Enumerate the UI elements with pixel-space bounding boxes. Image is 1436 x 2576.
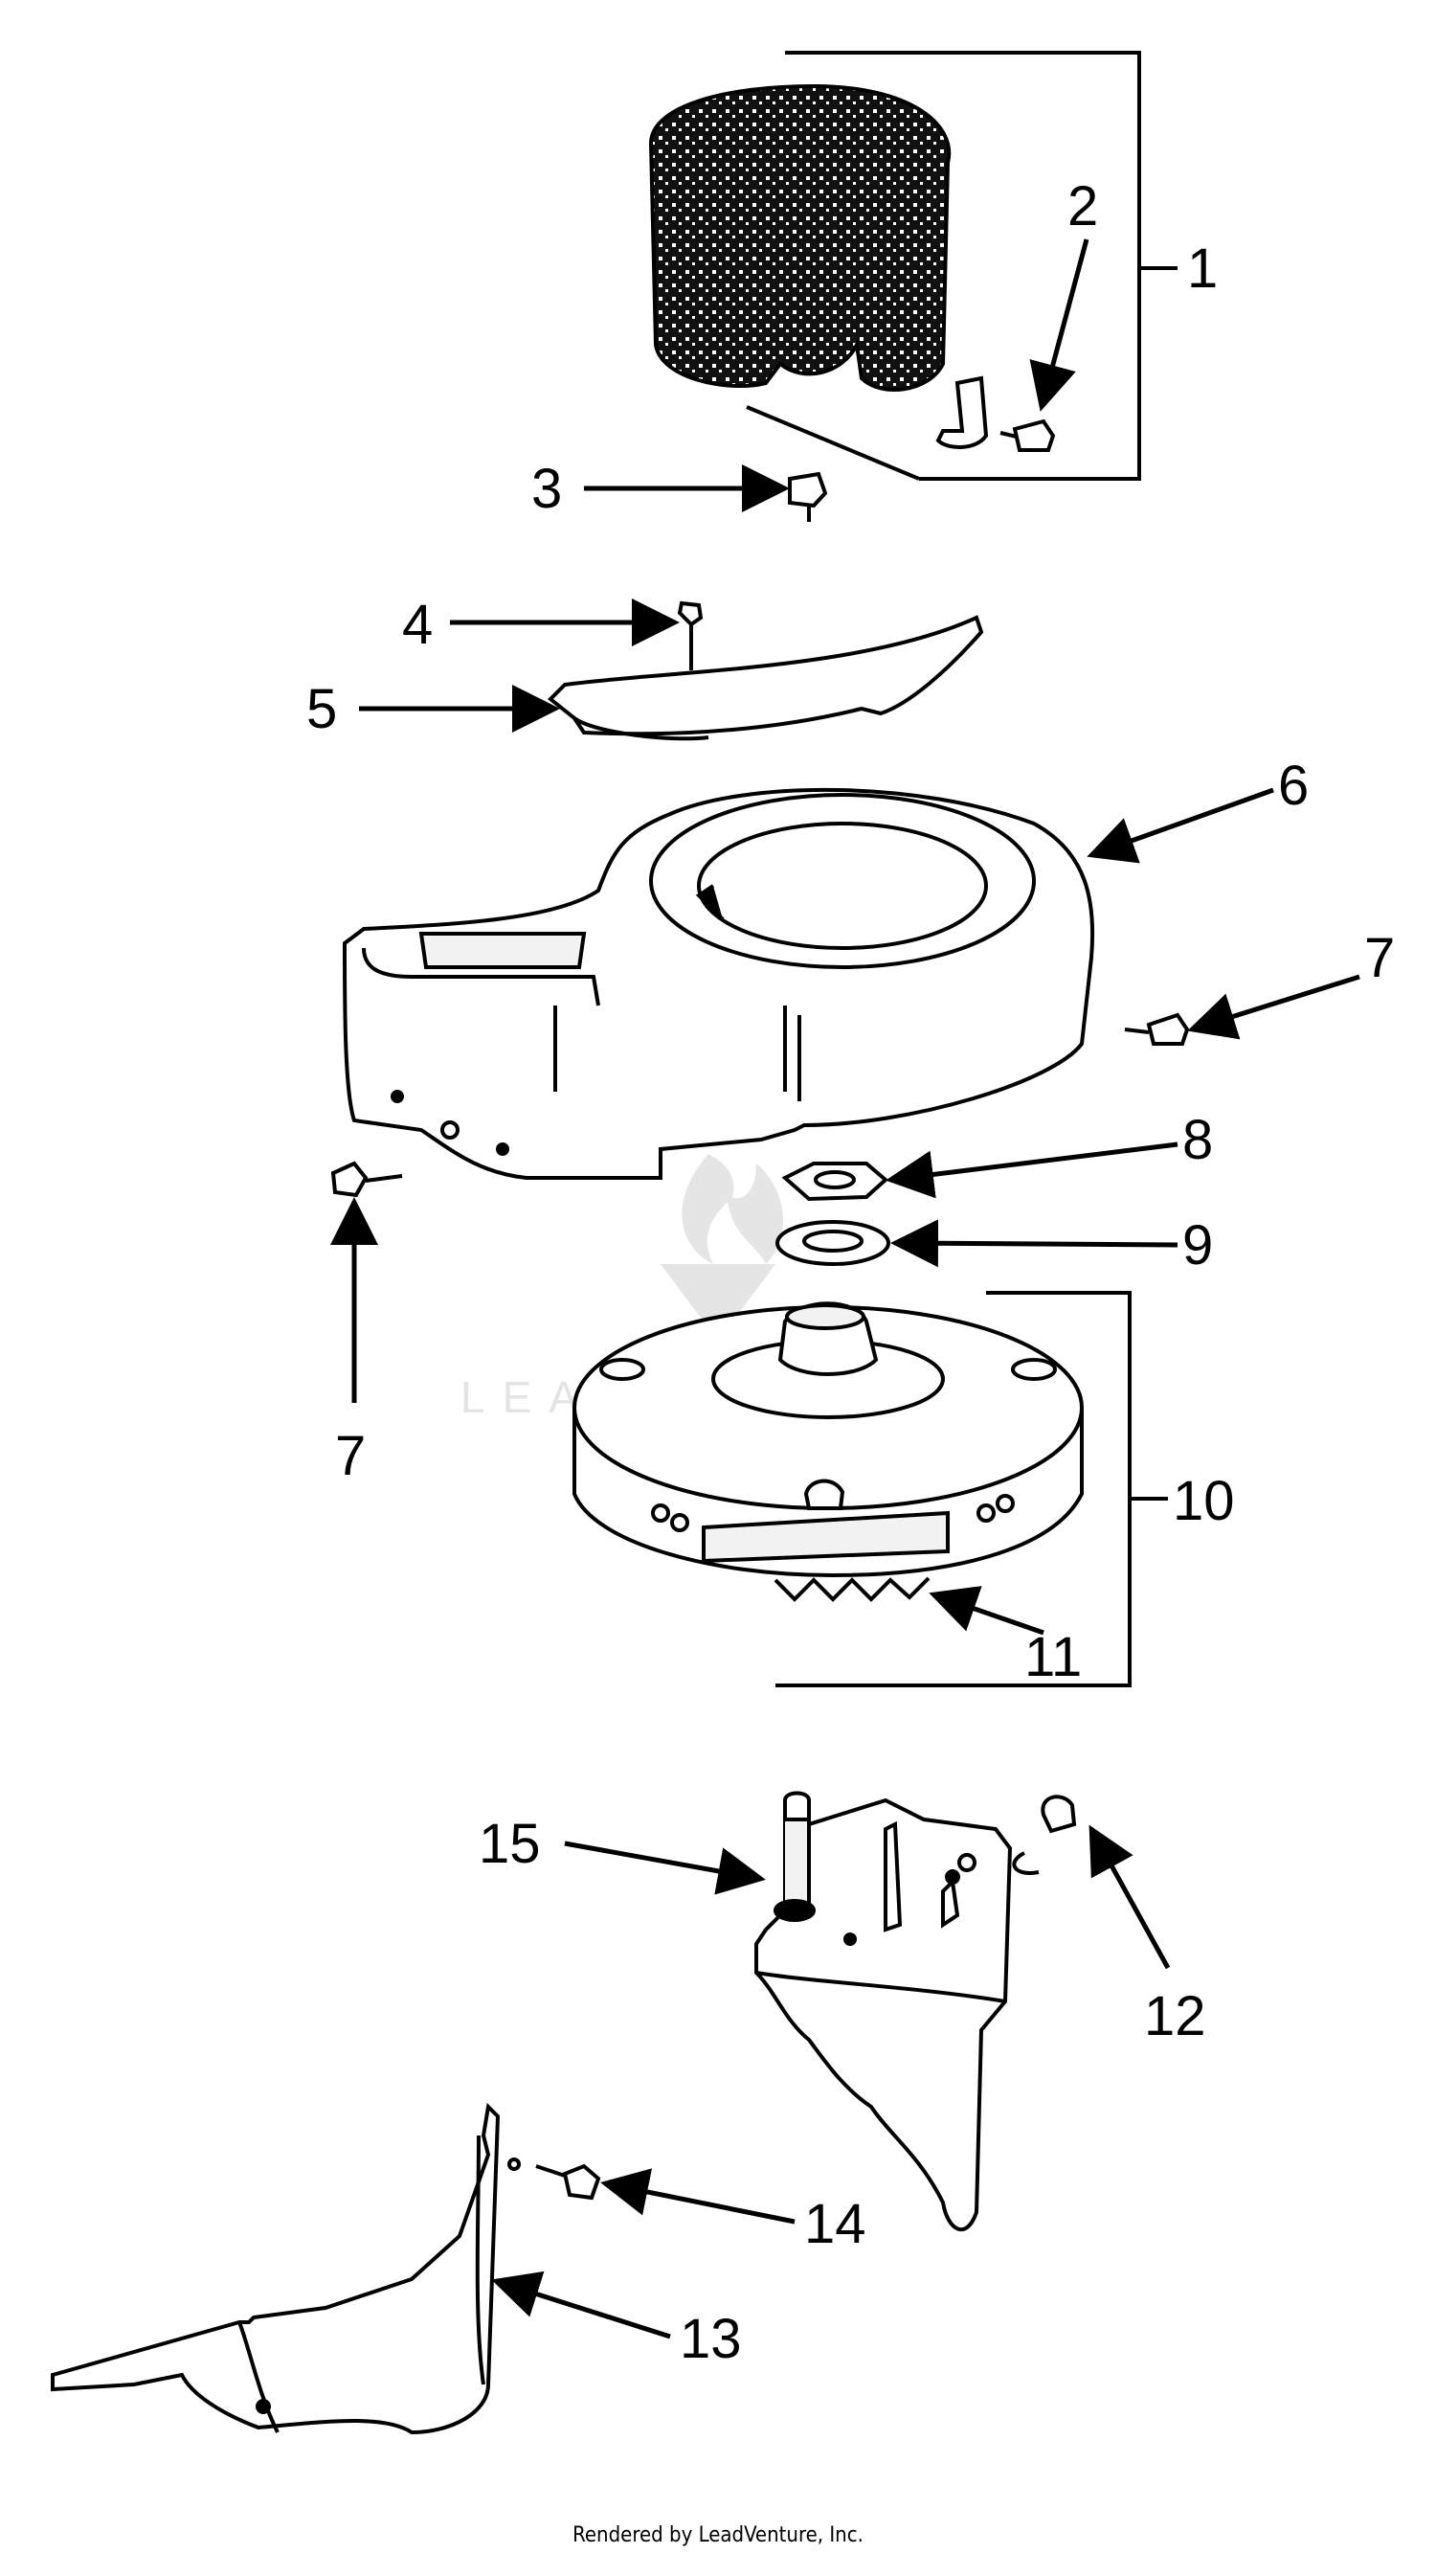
- callout-13: 13: [680, 2308, 742, 2370]
- callout-11: 11: [1024, 1626, 1082, 1688]
- callout-12: 12: [1144, 1985, 1206, 2047]
- callout-8: 8: [1182, 1109, 1213, 1171]
- screw-part-3: [788, 471, 828, 522]
- callout-3: 3: [531, 458, 562, 520]
- air-filter-part: [648, 83, 952, 392]
- leader-arrows: [330, 238, 1360, 2339]
- callout-15: 15: [479, 1813, 541, 1875]
- flywheel-part: [572, 1301, 1084, 1602]
- callout-10: 10: [1173, 1470, 1235, 1532]
- callout-14: 14: [804, 2193, 866, 2255]
- callout-7-right: 7: [1364, 927, 1395, 989]
- screw-part-7-left: [330, 1161, 403, 1198]
- blower-housing-part: [342, 787, 1095, 1180]
- filter-clip-part: [935, 375, 1056, 452]
- callout-6: 6: [1278, 755, 1309, 817]
- callout-4: 4: [402, 594, 433, 656]
- screw-part-7-right: [1124, 1012, 1190, 1046]
- nut-part: [781, 1162, 889, 1202]
- callout-labels: 1 2 3 4 5 6 7 7 8 9 10 11 12 13 14 15: [306, 175, 1395, 2370]
- footer-credit: Rendered by LeadVenture, Inc.: [572, 2523, 864, 2547]
- callout-bracket-10: [775, 1291, 1168, 1687]
- grass-screen-part: [548, 600, 984, 741]
- callout-7-left: 7: [335, 1425, 366, 1487]
- air-guide-shield-part: [51, 2102, 521, 2435]
- callout-2: 2: [1067, 175, 1098, 237]
- callout-9: 9: [1182, 1214, 1213, 1277]
- ignition-bracket-part: [754, 1791, 1077, 2232]
- screw-part-14: [535, 2163, 601, 2201]
- washer-part: [775, 1220, 890, 1266]
- callout-1: 1: [1187, 237, 1218, 300]
- callout-5: 5: [306, 678, 337, 740]
- callout-bracket-1: [746, 51, 1178, 481]
